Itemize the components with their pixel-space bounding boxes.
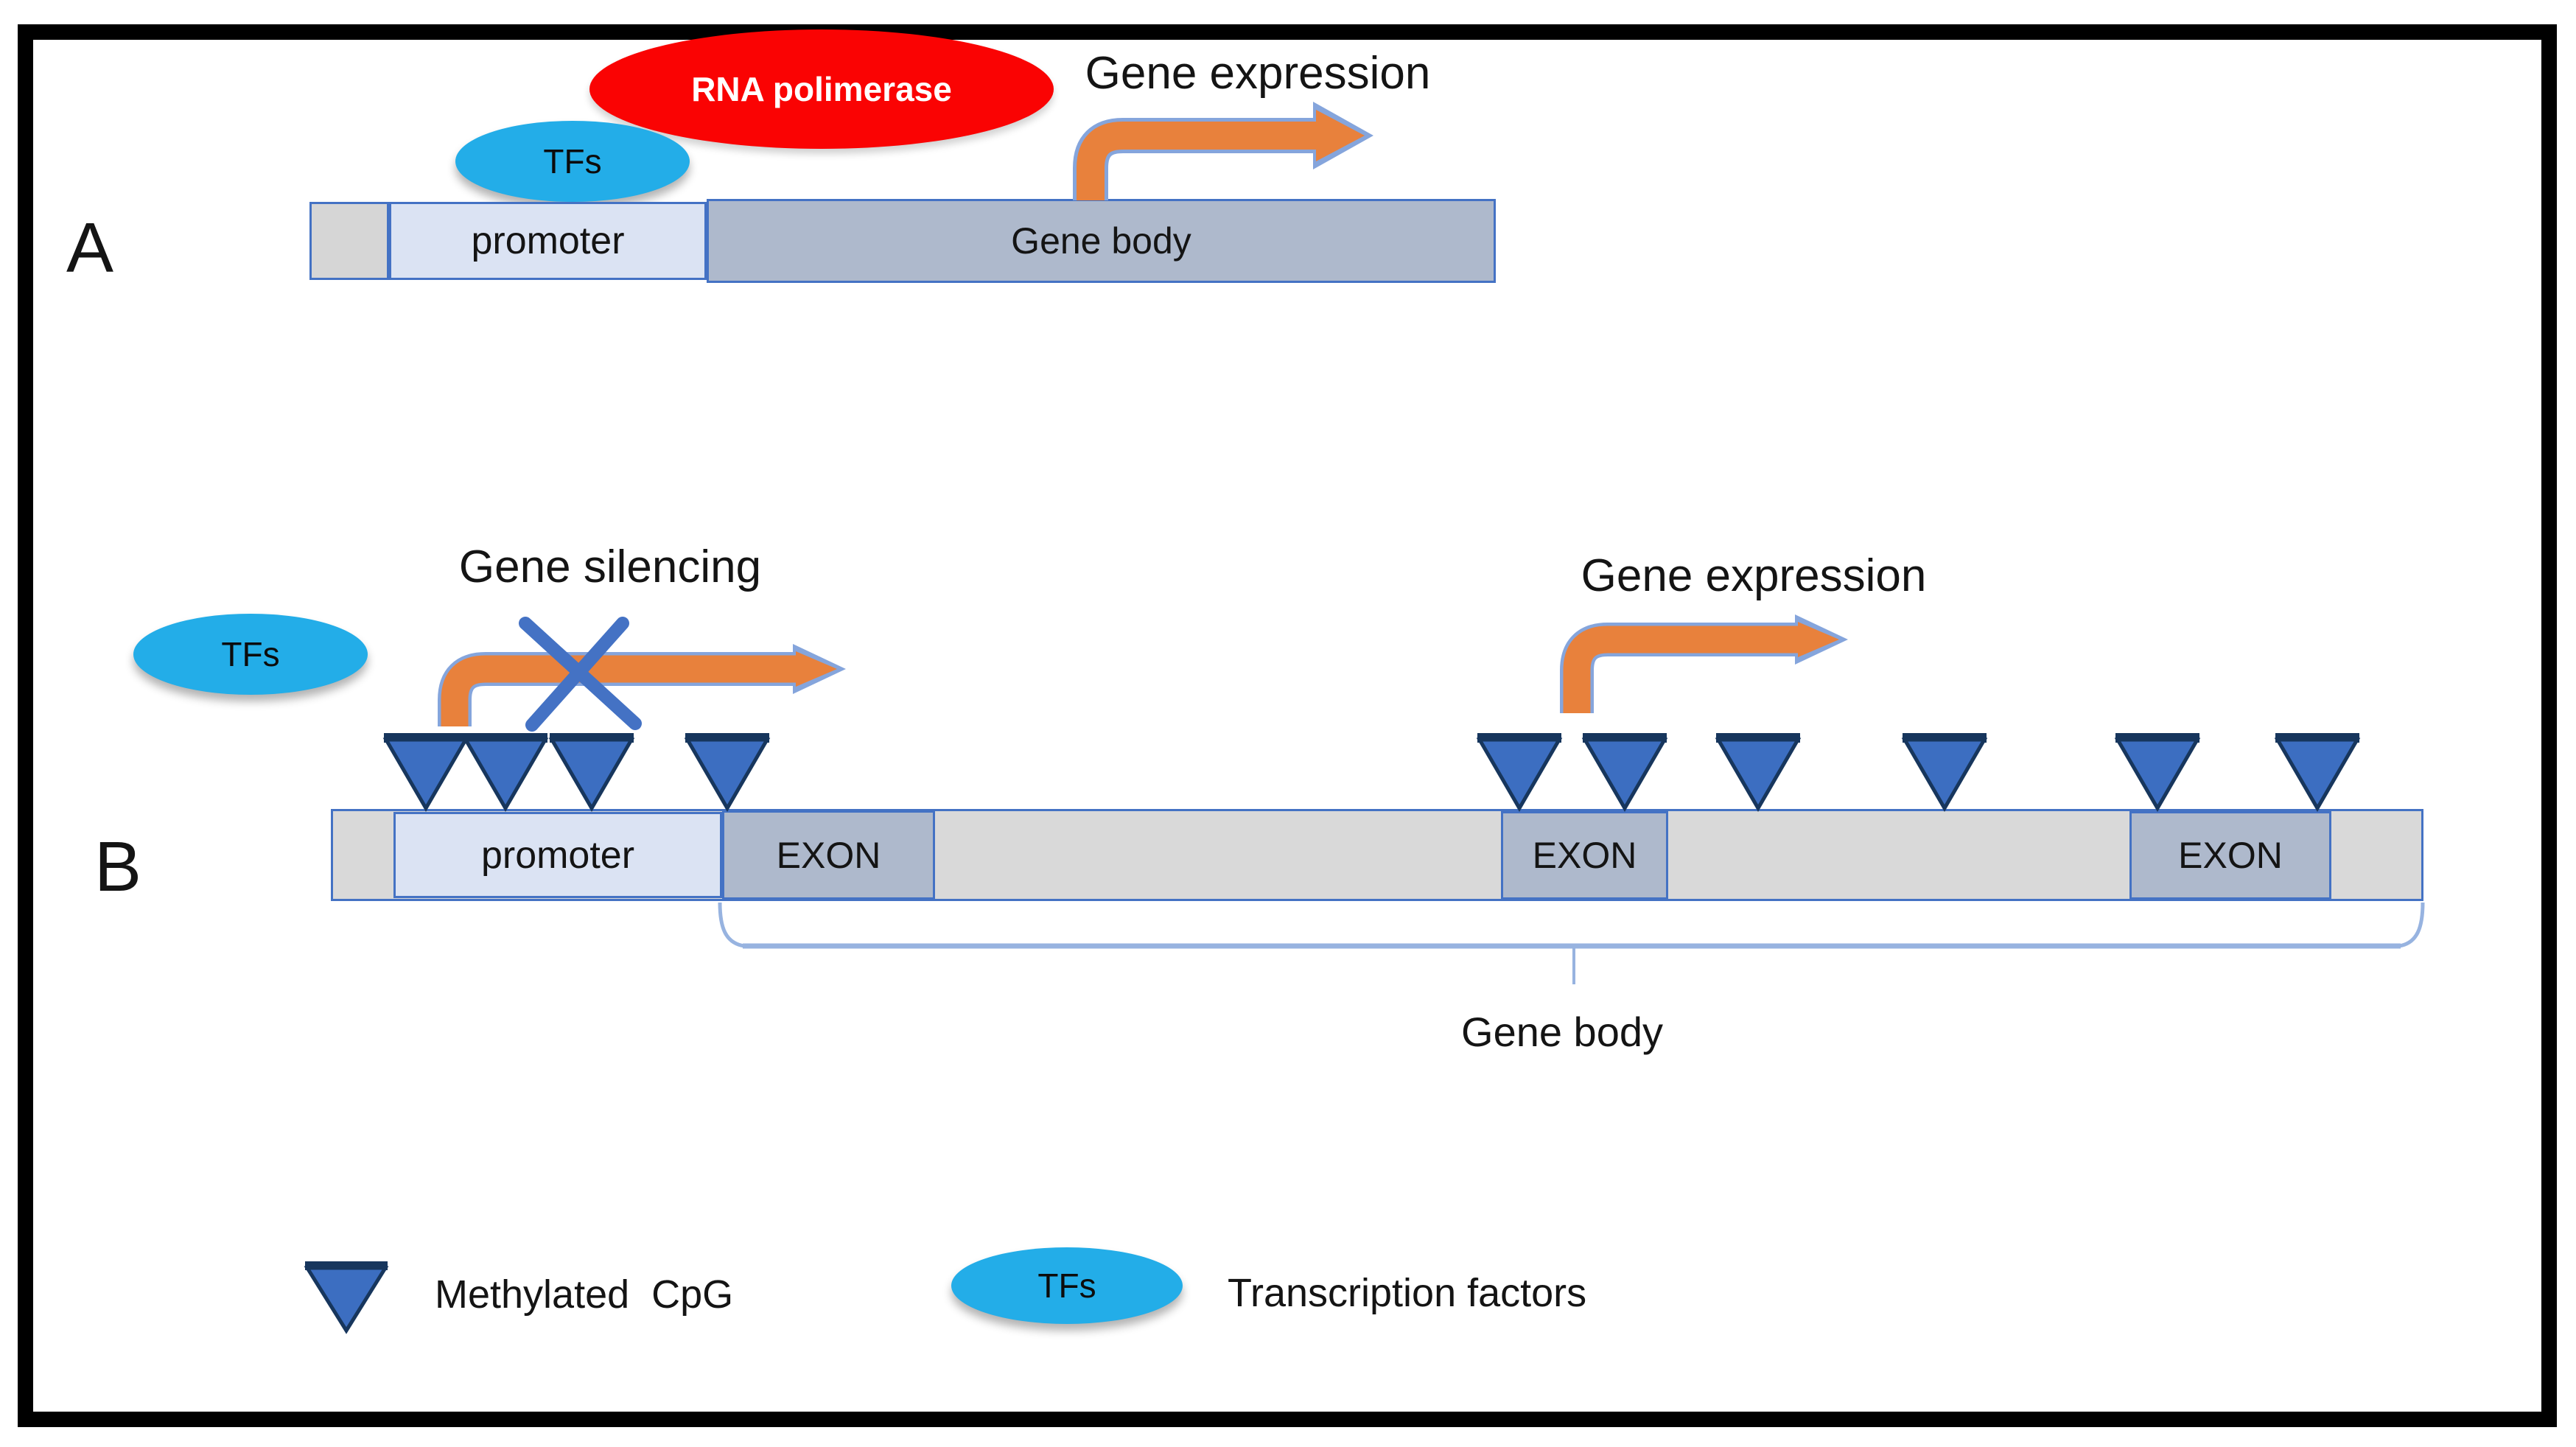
exon-box-1: EXON: [722, 810, 935, 900]
upstream-segment-a: [309, 202, 389, 280]
gene-body-box-a: Gene body: [707, 199, 1496, 283]
promoter-box-a: promoter: [389, 202, 707, 280]
gene-expression-title-b: Gene expression: [1581, 550, 1927, 601]
promoter-box-b: promoter: [393, 812, 722, 898]
exon-label-3: EXON: [2178, 835, 2283, 876]
legend-methylated-cpg-label: Methylated CpG: [435, 1272, 734, 1317]
legend-transcription-factors-label: Transcription factors: [1228, 1271, 1587, 1315]
panel-b-label: B: [94, 827, 142, 906]
tf-ellipse-a: TFs: [455, 121, 690, 202]
tf-label-b: TFs: [221, 635, 280, 673]
gene-body-brace-label: Gene body: [1461, 1009, 1663, 1055]
gene-body-label-a: Gene body: [1011, 220, 1191, 262]
legend-tf-ellipse: TFs: [951, 1247, 1183, 1324]
rna-polymerase-ellipse: RNA polimerase: [589, 29, 1054, 149]
rna-polymerase-label: RNA polimerase: [691, 70, 952, 108]
exon-label-1: EXON: [776, 834, 881, 876]
legend-tf-symbol: TFs: [1037, 1266, 1096, 1305]
exon-box-2: EXON: [1501, 811, 1668, 900]
exon-box-3: EXON: [2129, 811, 2331, 900]
gene-silencing-title: Gene silencing: [458, 542, 762, 592]
diagram-border: [18, 24, 2557, 1427]
exon-label-2: EXON: [1532, 835, 1637, 876]
tf-label-a: TFs: [543, 142, 602, 181]
promoter-label-b: promoter: [480, 833, 635, 877]
gene-expression-title-a: Gene expression: [1085, 48, 1431, 99]
promoter-label-a: promoter: [471, 220, 625, 262]
panel-a-label: A: [66, 209, 114, 287]
tf-ellipse-b: TFs: [133, 614, 368, 695]
